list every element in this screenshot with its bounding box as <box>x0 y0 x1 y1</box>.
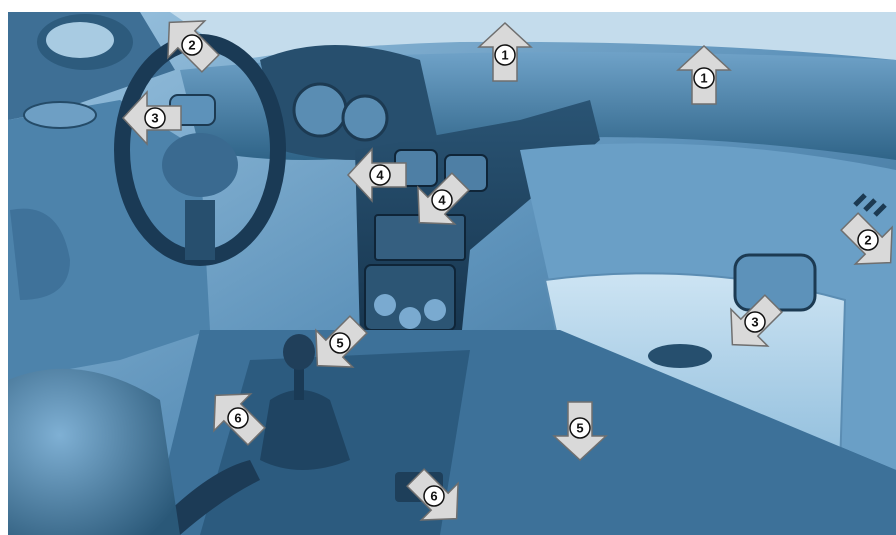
label-number: 3 <box>151 111 158 126</box>
label-number: 1 <box>501 48 508 63</box>
heater-knob-middle <box>399 307 421 329</box>
side-mirror-glass <box>46 22 114 58</box>
cabin-illustration <box>8 12 896 535</box>
label-number: 4 <box>376 168 384 183</box>
heater-knob-left <box>374 294 396 316</box>
heater-knob-right <box>424 299 446 321</box>
label-number: 2 <box>864 233 871 248</box>
door-handle <box>24 102 96 128</box>
label-number: 6 <box>234 411 241 426</box>
label-number: 2 <box>188 38 195 53</box>
label-number: 6 <box>430 489 437 504</box>
label-number: 5 <box>576 421 583 436</box>
label-number: 4 <box>438 193 446 208</box>
passenger-side-vent <box>735 255 815 310</box>
steering-wheel-hub <box>162 133 238 197</box>
label-number: 3 <box>751 315 758 330</box>
tachometer-dial <box>343 96 387 140</box>
steering-column <box>185 200 215 260</box>
gear-knob <box>283 334 315 370</box>
speedometer-dial <box>294 84 346 136</box>
label-number: 1 <box>700 71 707 86</box>
glovebox-handle <box>648 344 712 368</box>
label-number: 5 <box>336 336 343 351</box>
